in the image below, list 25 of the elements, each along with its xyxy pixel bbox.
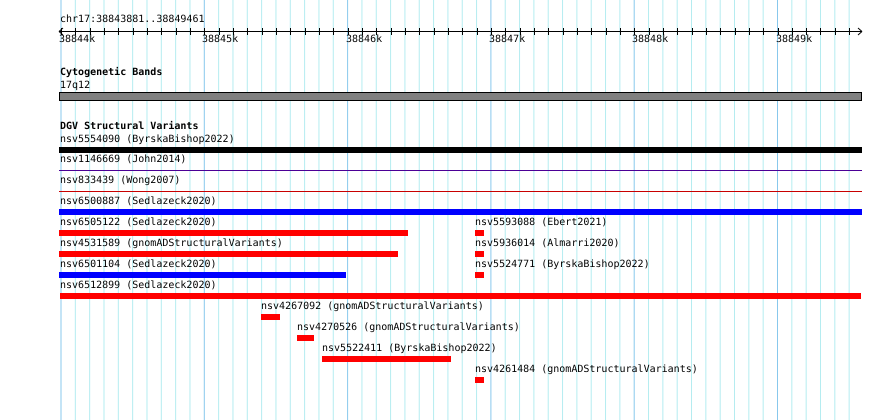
variant-label: nsv5936014 (Almarri2020) (475, 238, 620, 250)
variant-label: nsv5554090 (ByrskaBishop2022) (60, 134, 235, 146)
variant-label: nsv6500887 (Sedlazeck2020) (60, 196, 217, 208)
variant-label: nsv1146669 (John2014) (60, 154, 186, 166)
variant-label: nsv4531589 (gnomADStructuralVariants) (60, 238, 283, 250)
band-label: 17q12 (60, 80, 90, 92)
tick-label: 38847k (489, 34, 526, 46)
tick-label: 38848k (632, 34, 668, 46)
variant-label: nsv833439 (Wong2007) (60, 175, 180, 187)
tick-label: 38849k (776, 34, 812, 46)
tick-label: 38846k (346, 34, 382, 46)
variant-label: nsv5524771 (ByrskaBishop2022) (475, 259, 650, 271)
tick-label: 38845k (202, 34, 238, 46)
variant-label: nsv5522411 (ByrskaBishop2022) (322, 343, 497, 355)
variant-label: nsv4270526 (gnomADStructuralVariants) (297, 322, 520, 334)
track-title: Cytogenetic Bands (60, 67, 162, 79)
variant-label: nsv4261484 (gnomADStructuralVariants) (475, 364, 698, 376)
track-title: DGV Structural Variants (60, 121, 198, 133)
variant-label: nsv4267092 (gnomADStructuralVariants) (261, 301, 484, 313)
variant-label: nsv6501104 (Sedlazeck2020) (60, 259, 217, 271)
variant-label: nsv6512899 (Sedlazeck2020) (60, 280, 217, 292)
variant-label: nsv6505122 (Sedlazeck2020) (60, 217, 217, 229)
coordinate-range: chr17:38843881..38849461 (60, 14, 204, 26)
variant-label: nsv5593088 (Ebert2021) (475, 217, 608, 229)
tick-label: 38844k (59, 34, 96, 46)
